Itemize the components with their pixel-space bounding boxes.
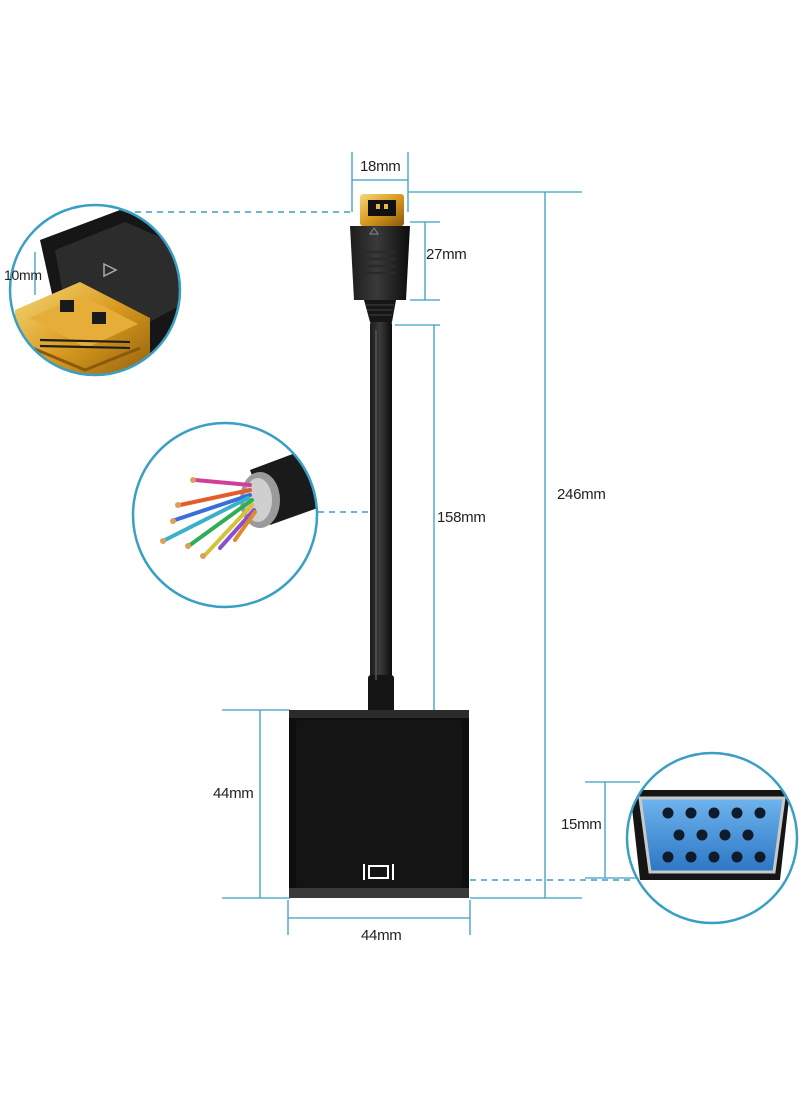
dimension-label-cable-length: 158mm [437,509,486,526]
display-port-icon [363,864,394,880]
dimension-label-tip-height: 10mm [4,267,42,283]
dimension-label-plug-length: 27mm [426,246,467,263]
hdmi-cable [368,315,394,715]
hdmi-plug [350,194,410,322]
dimension-label-plug-width: 18mm [360,158,401,175]
dimension-label-adapter-height: 44mm [213,785,254,802]
zoom-vga-port [625,751,799,925]
dimension-label-vga-height: 15mm [561,816,602,833]
callout-leaders [135,211,630,881]
dimension-label-adapter-width: 44mm [361,927,402,944]
vga-adapter-body [289,710,469,898]
zoom-hdmi-tip [8,203,182,377]
dimension-lines [222,152,640,935]
zoom-cable-wires [131,421,319,609]
dimension-label-total-length: 246mm [557,486,606,503]
